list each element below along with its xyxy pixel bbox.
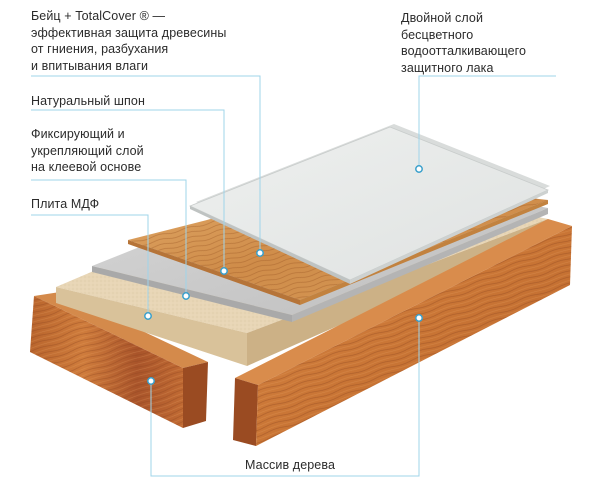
lacquer-layer <box>188 124 550 284</box>
leader-stain <box>31 75 261 253</box>
leader-glue <box>31 179 187 296</box>
leader-lines <box>31 75 556 477</box>
label-line: защитного лака <box>401 60 494 75</box>
marker-mdf <box>144 312 152 320</box>
label-line: бесцветного <box>401 27 474 42</box>
marker-veneer <box>220 267 228 275</box>
label-natural-veneer: Натуральный шпон <box>31 93 145 110</box>
leader-solid-wood <box>150 318 420 477</box>
label-line: от гниения, разбухания <box>31 42 169 56</box>
leader-mdf <box>31 214 149 316</box>
label-line: эффективная защита древесины <box>31 25 227 40</box>
label-line: и впитывания влаги <box>31 58 149 73</box>
label-double-lacquer: Двойной слой бесцветного водоотталкивающ… <box>401 10 526 76</box>
label-line: Натуральный шпон <box>31 94 145 108</box>
label-fixing-glue-layer: Фиксирующий и укрепляющий слой на клеево… <box>31 126 144 176</box>
label-line: укрепляющий слой <box>31 143 144 158</box>
right-solid-wood-beam <box>233 219 572 446</box>
label-solid-wood: Массив дерева <box>245 457 335 474</box>
label-line: Двойной слой <box>401 11 484 25</box>
leader-veneer <box>31 109 225 271</box>
marker-solid-left <box>147 377 155 385</box>
marker-lacquer <box>415 165 423 173</box>
marker-stain <box>256 249 264 257</box>
marker-solid-right <box>415 314 423 322</box>
leader-lacquer <box>418 75 556 169</box>
label-line: Плита МДФ <box>31 197 100 211</box>
label-stain-total-cover: Бейц + TotalCover ® — эффективная защита… <box>31 8 226 74</box>
label-line: водоотталкивающего <box>401 44 527 58</box>
marker-glue <box>182 292 190 300</box>
label-line: Фиксирующий и <box>31 127 125 141</box>
label-mdf-board: Плита МДФ <box>31 196 99 213</box>
left-solid-wood-beam <box>30 292 208 428</box>
markers <box>144 165 423 385</box>
label-line: на клеевой основе <box>31 160 142 174</box>
label-line: Бейц + TotalCover ® — <box>31 9 166 23</box>
label-line: Массив дерева <box>245 458 336 472</box>
